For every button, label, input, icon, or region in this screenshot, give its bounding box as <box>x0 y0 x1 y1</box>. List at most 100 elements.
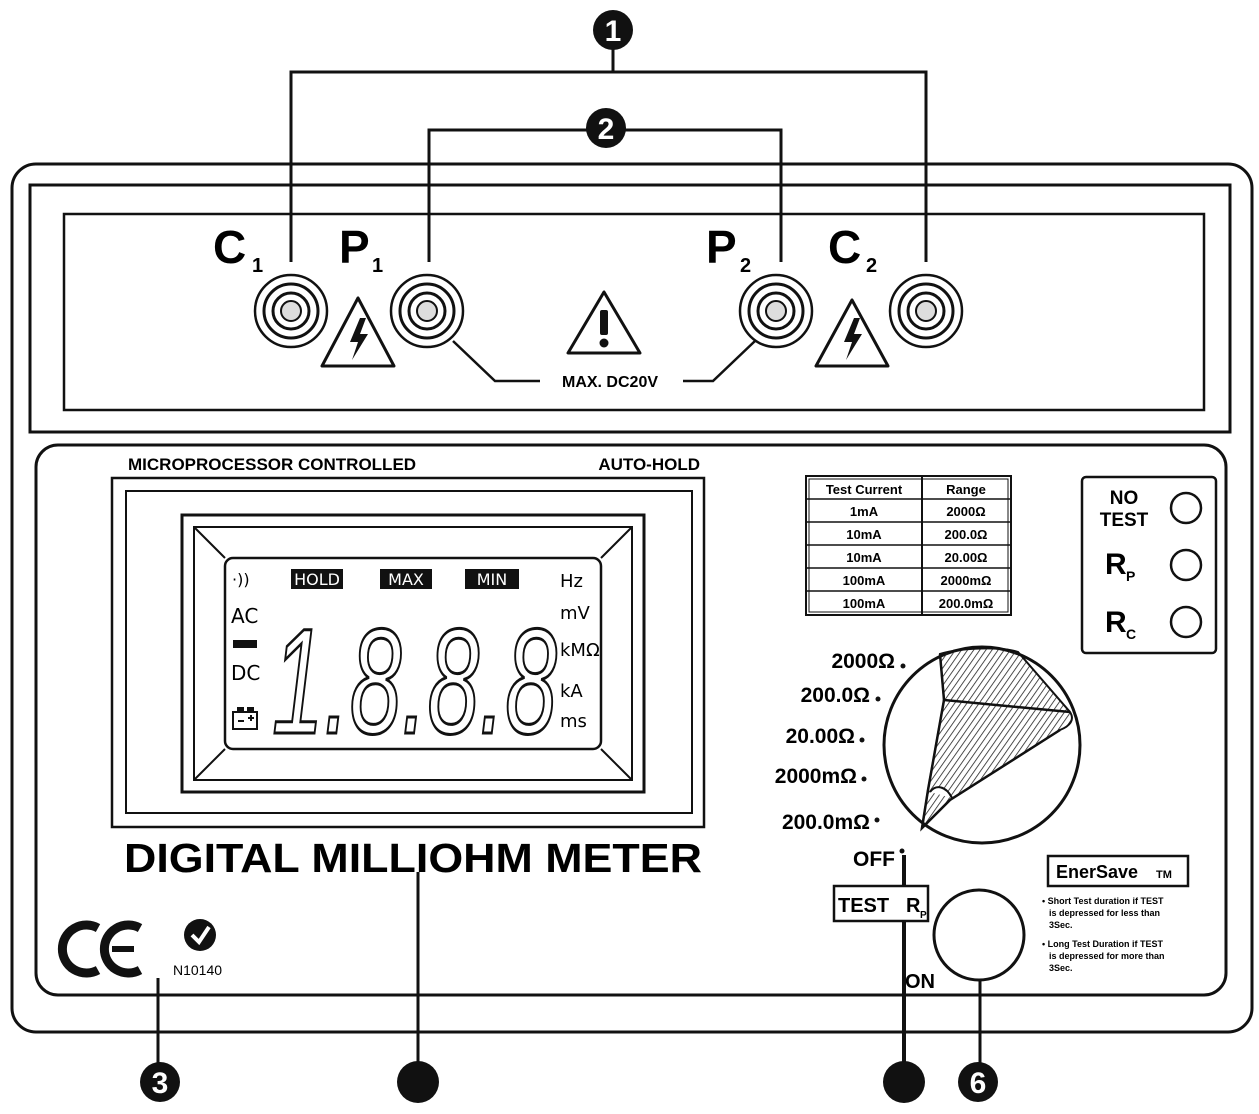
enersave-note-line: • Long Test Duration if TEST <box>1042 939 1163 949</box>
svg-text:P: P <box>339 221 370 273</box>
enersave-tm: TM <box>1156 869 1172 881</box>
range-table-header-range: Range <box>946 482 986 497</box>
dial-position-label: 2000mΩ <box>775 765 857 788</box>
range-table-cell: 2000mΩ <box>941 573 992 588</box>
ce-mark-logo <box>57 920 143 978</box>
lcd-unit-hz: Hz <box>560 571 583 592</box>
front-panel <box>34 443 1228 997</box>
svg-text:3: 3 <box>152 1067 169 1100</box>
lcd-hold-badge <box>291 569 343 589</box>
lcd-unit-kmohm: kMΩ <box>560 640 600 661</box>
range-table-cell: 200.0mΩ <box>939 596 994 611</box>
svg-text:C: C <box>213 221 246 273</box>
lcd-min-label: MIN <box>477 570 508 589</box>
dial-position-dot <box>859 737 865 743</box>
dial-position-dot <box>875 696 881 702</box>
max-voltage-bracket-left <box>452 340 540 383</box>
max-voltage-label: MAX. DC20V <box>562 374 658 391</box>
rc-label-sub: C <box>1126 626 1136 642</box>
dial-position-label: 200.0mΩ <box>782 811 870 834</box>
svg-text:1: 1 <box>252 255 263 277</box>
rc-label: R <box>1105 606 1127 639</box>
range-table-cell: 200.0Ω <box>945 527 988 542</box>
terminal-label-c2: C 2 <box>828 221 877 277</box>
svg-text:6: 6 <box>970 1067 987 1100</box>
test-button-label-box <box>832 884 930 923</box>
svg-text:1: 1 <box>605 15 622 48</box>
meter-case <box>10 162 1254 1034</box>
rc-indicator-led <box>1169 605 1203 639</box>
range-table-cell: 20.00Ω <box>945 550 988 565</box>
high-voltage-warning-icon <box>320 296 396 368</box>
certification-code: N10140 <box>173 962 222 978</box>
svg-text:2: 2 <box>598 113 615 146</box>
terminal-label-c1: C 1 <box>213 221 263 277</box>
range-table-cell: 100mA <box>843 596 886 611</box>
dial-position-label: 2000Ω <box>831 650 895 673</box>
callout-2: 2 <box>586 108 626 148</box>
terminal-label-p2: P 2 <box>706 221 751 277</box>
range-table: Test Current Range 1mA 2000Ω 10mA 200.0Ω… <box>805 475 1012 616</box>
lcd-unit-ms: ms <box>560 711 587 732</box>
certification-check-icon <box>184 919 216 951</box>
max-voltage-bracket-right <box>683 340 756 383</box>
dial-position-label: 200.0Ω <box>801 684 870 707</box>
product-name: DIGITAL MILLIOHM METER <box>124 835 702 881</box>
lcd-buzzer-icon: ·)) <box>232 570 250 589</box>
enersave-note-line: 3Sec. <box>1049 920 1073 930</box>
enersave-note-line: is depressed for more than <box>1049 951 1165 961</box>
no-test-indicator-led <box>1169 491 1203 525</box>
enersave-notes: • Short Test duration if TEST is depress… <box>1042 896 1165 973</box>
callout-6: 6 <box>958 1062 998 1102</box>
range-selector-knob-pointer[interactable] <box>920 647 1073 832</box>
dial-position-dot <box>899 848 905 854</box>
dial-position-dot <box>861 776 867 782</box>
enersave-badge <box>1046 854 1190 888</box>
callout-3: 3 <box>140 1062 180 1102</box>
svg-text:P: P <box>706 221 737 273</box>
rp-label: R <box>1105 548 1127 581</box>
lcd-max-badge <box>380 569 432 589</box>
terminal-jack-c1[interactable] <box>253 273 329 349</box>
rp-indicator-led <box>1169 548 1203 582</box>
lcd-hold-label: HOLD <box>294 570 340 589</box>
svg-text:2: 2 <box>740 255 751 277</box>
rp-label-sub: P <box>1126 568 1135 584</box>
display-frame <box>180 513 646 794</box>
range-table-cell: 10mA <box>846 550 882 565</box>
lcd-dc-bar <box>233 640 257 648</box>
range-table-cell: 10mA <box>846 527 882 542</box>
test-button[interactable] <box>932 888 1026 982</box>
callout-4 <box>397 1061 439 1103</box>
lcd-max-label: MAX <box>388 570 424 589</box>
terminal-jack-c2[interactable] <box>888 273 964 349</box>
lcd-unit-ka: kA <box>560 681 583 702</box>
svg-text:1: 1 <box>372 255 383 277</box>
lcd-ac-label: AC <box>231 604 258 628</box>
no-test-label-line2: TEST <box>1100 510 1149 531</box>
terminal-panel-outer <box>28 183 1232 434</box>
display-bezel-mid <box>125 490 693 814</box>
callout-5 <box>883 1061 925 1103</box>
on-label: ON <box>905 971 935 993</box>
terminal-jack-p2[interactable] <box>738 273 814 349</box>
indicator-panel <box>1080 475 1218 655</box>
test-button-label-r: R <box>906 895 921 917</box>
dial-position-dot <box>900 663 906 669</box>
lcd-battery-icon <box>232 707 258 730</box>
display-frame-bevels <box>193 526 633 781</box>
no-test-label-line1: NO <box>1110 488 1139 509</box>
terminal-label-p1: P 1 <box>339 221 383 277</box>
terminal-jack-p1[interactable] <box>389 273 465 349</box>
test-button-label: TEST <box>838 895 889 917</box>
lcd-dc-label: DC <box>231 661 260 685</box>
enersave-note-line: • Short Test duration if TEST <box>1042 896 1164 906</box>
dial-position-dot <box>874 817 880 823</box>
range-table-cell: 1mA <box>850 504 879 519</box>
dial-position-label-off: OFF <box>853 848 895 871</box>
leader-line-1 <box>289 70 928 262</box>
microprocessor-label: MICROPROCESSOR CONTROLLED <box>128 455 416 474</box>
lcd-min-badge <box>465 569 519 589</box>
